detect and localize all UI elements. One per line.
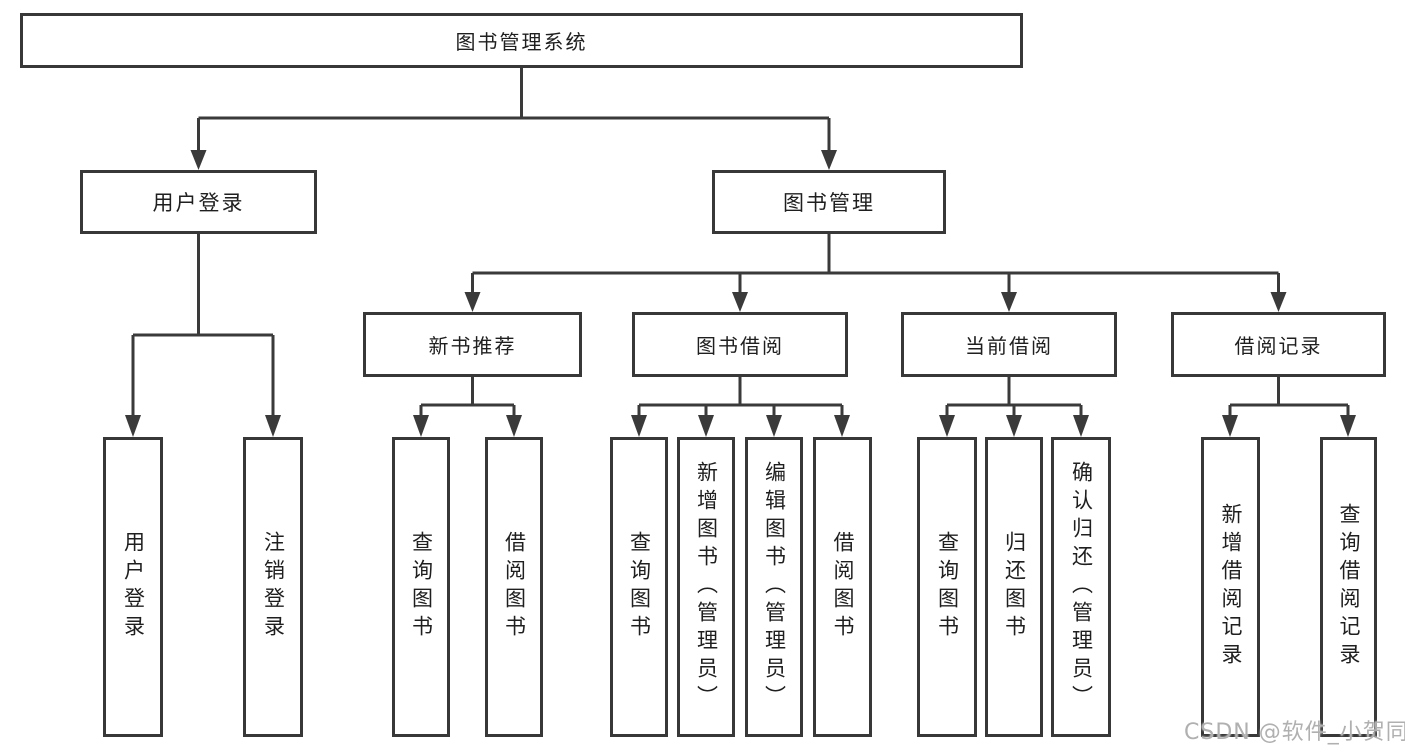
leaf-query-books-recommend: 查询图书 [392, 437, 450, 737]
leaf-edit-book-admin: 编辑图书（管理员） [745, 437, 803, 737]
node-book-management: 图书管理 [712, 170, 946, 234]
node-book-borrow: 图书借阅 [632, 312, 848, 377]
connector-user-login-to-leaves [125, 234, 281, 437]
connector-current-borrow-to-leaves [939, 377, 1089, 437]
node-label: 新书推荐 [428, 334, 517, 358]
leaf-label: 用户登录 [121, 531, 146, 643]
node-library-management-system: 图书管理系统 [20, 13, 1023, 68]
node-label: 当前借阅 [965, 334, 1053, 358]
leaf-confirm-return-admin: 确认归还（管理员） [1051, 437, 1111, 737]
connector-root-to-level2 [190, 68, 837, 170]
leaf-label: 新增借阅记录 [1219, 503, 1243, 671]
leaf-query-books-current: 查询图书 [917, 437, 977, 737]
connector-borrow-records-to-leaves [1222, 377, 1356, 437]
leaf-label: 借阅图书 [831, 531, 855, 643]
leaf-label: 查询借阅记录 [1337, 503, 1361, 671]
node-label: 图书借阅 [696, 334, 784, 358]
node-label: 用户登录 [152, 191, 245, 215]
node-user-login: 用户登录 [80, 170, 317, 234]
leaf-label: 查询图书 [935, 531, 960, 643]
leaf-logout: 注销登录 [243, 437, 303, 737]
leaf-query-books-borrow: 查询图书 [610, 437, 668, 737]
node-current-borrow: 当前借阅 [901, 312, 1117, 377]
connector-new-book-recommend-to-leaves [413, 377, 522, 437]
leaf-borrow-books: 借阅图书 [813, 437, 872, 737]
connector-book-borrow-to-leaves [631, 377, 850, 437]
leaf-borrow-books-recommend: 借阅图书 [485, 437, 543, 737]
leaf-query-borrow-record: 查询借阅记录 [1320, 437, 1377, 737]
node-borrow-records: 借阅记录 [1171, 312, 1386, 377]
leaf-user-login: 用户登录 [103, 437, 163, 737]
leaf-add-book-admin: 新增图书（管理员） [677, 437, 735, 737]
csdn-watermark: CSDN @软件_小贺同学 [1184, 720, 1405, 745]
leaf-add-borrow-record: 新增借阅记录 [1201, 437, 1260, 737]
leaf-label: 查询图书 [409, 531, 434, 643]
leaf-label: 确认归还（管理员） [1069, 461, 1094, 713]
node-label: 图书管理系统 [455, 30, 588, 54]
node-label: 图书管理 [783, 191, 875, 215]
leaf-label: 编辑图书（管理员） [762, 461, 787, 713]
leaf-label: 查询图书 [627, 531, 652, 643]
leaf-label: 归还图书 [1002, 531, 1027, 643]
node-label: 借阅记录 [1234, 334, 1323, 358]
leaf-return-books: 归还图书 [985, 437, 1043, 737]
connector-book-management-to-level3 [464, 234, 1287, 312]
leaf-label: 新增图书（管理员） [694, 461, 719, 713]
node-new-book-recommend: 新书推荐 [363, 312, 582, 377]
leaf-label: 借阅图书 [502, 531, 527, 643]
leaf-label: 注销登录 [261, 531, 286, 643]
